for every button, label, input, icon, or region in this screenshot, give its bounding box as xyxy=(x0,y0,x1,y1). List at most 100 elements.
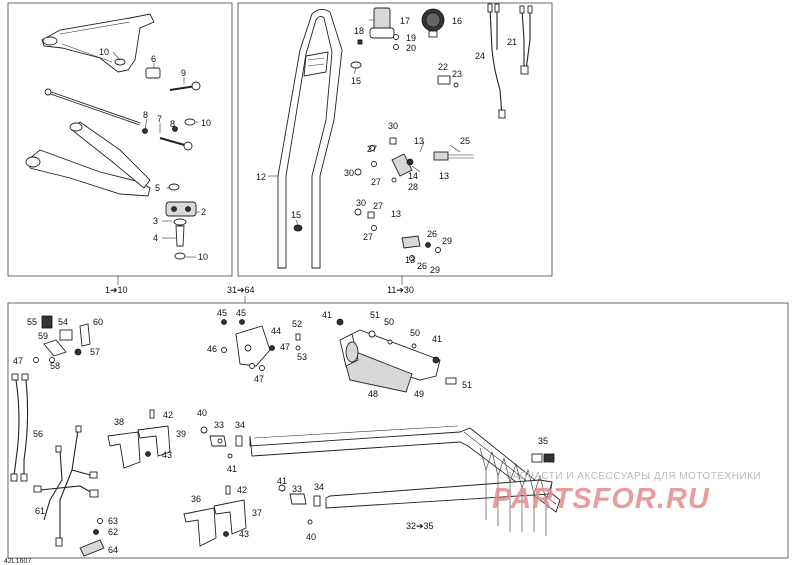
callout-18[interactable]: 18 xyxy=(354,26,364,36)
round-light xyxy=(421,8,445,38)
callout-51[interactable]: 51 xyxy=(370,310,380,320)
callout-35[interactable]: 35 xyxy=(538,436,548,446)
callout-50[interactable]: 50 xyxy=(384,317,394,327)
callout-16[interactable]: 16 xyxy=(452,16,462,26)
callout-43[interactable]: 43 xyxy=(162,450,172,460)
callout-9[interactable]: 9 xyxy=(181,68,186,78)
callout-42[interactable]: 42 xyxy=(237,485,247,495)
callout-13[interactable]: 13 xyxy=(391,209,401,219)
callout-10[interactable]: 10 xyxy=(201,118,211,128)
lower-a-arm xyxy=(25,121,151,197)
callout-58[interactable]: 58 xyxy=(50,361,60,371)
callout-47[interactable]: 47 xyxy=(254,374,264,384)
callout-20[interactable]: 20 xyxy=(406,43,416,53)
callout-54[interactable]: 54 xyxy=(58,317,68,327)
callout-10[interactable]: 10 xyxy=(99,47,109,57)
callout-56[interactable]: 56 xyxy=(33,429,43,439)
callout-60[interactable]: 60 xyxy=(93,317,103,327)
callout-38[interactable]: 38 xyxy=(114,417,124,427)
callout-10[interactable]: 10 xyxy=(198,252,208,262)
callout-25[interactable]: 25 xyxy=(460,136,470,146)
callout-41[interactable]: 41 xyxy=(227,464,237,474)
callout-36[interactable]: 36 xyxy=(191,494,201,504)
bracket-38-39 xyxy=(107,409,171,469)
callout-64[interactable]: 64 xyxy=(108,545,118,555)
callout-15[interactable]: 15 xyxy=(291,210,301,220)
callout-40[interactable]: 40 xyxy=(197,408,207,418)
callout-17[interactable]: 17 xyxy=(400,16,410,26)
tie-rod-end-2 xyxy=(159,137,193,151)
callout-15[interactable]: 15 xyxy=(351,76,361,86)
callout-63[interactable]: 63 xyxy=(108,516,118,526)
callout-45[interactable]: 45 xyxy=(217,308,227,318)
callout-13[interactable]: 13 xyxy=(439,171,449,181)
callout-40[interactable]: 40 xyxy=(306,532,316,542)
callout-49[interactable]: 49 xyxy=(414,389,424,399)
callout-37[interactable]: 37 xyxy=(252,508,262,518)
callout-3[interactable]: 3 xyxy=(153,216,158,226)
section-range-32-35[interactable]: 32➔35 xyxy=(406,521,434,531)
callout-14[interactable]: 14 xyxy=(408,171,418,181)
callout-43[interactable]: 43 xyxy=(239,529,249,539)
callout-27[interactable]: 27 xyxy=(367,144,377,154)
tube-teeth xyxy=(479,447,553,536)
callout-33[interactable]: 33 xyxy=(292,484,302,494)
callout-7[interactable]: 7 xyxy=(157,114,162,124)
callout-50[interactable]: 50 xyxy=(410,328,420,338)
callout-24[interactable]: 24 xyxy=(475,51,485,61)
callout-6[interactable]: 6 xyxy=(151,54,156,64)
callout-29[interactable]: 29 xyxy=(442,236,452,246)
section-range-1-10[interactable]: 1➔10 xyxy=(105,285,128,295)
callout-26[interactable]: 26 xyxy=(417,261,427,271)
callout-42[interactable]: 42 xyxy=(163,410,173,420)
callout-39[interactable]: 39 xyxy=(176,429,186,439)
callout-12[interactable]: 12 xyxy=(256,172,266,182)
callout-21[interactable]: 21 xyxy=(507,37,517,47)
callout-47[interactable]: 47 xyxy=(280,342,290,352)
bracket-63-64 xyxy=(79,518,105,557)
connector-35 xyxy=(531,453,555,463)
callout-13[interactable]: 13 xyxy=(405,255,415,265)
callout-51[interactable]: 51 xyxy=(462,380,472,390)
callout-19[interactable]: 19 xyxy=(406,33,416,43)
callout-59[interactable]: 59 xyxy=(38,331,48,341)
callout-41[interactable]: 41 xyxy=(322,310,332,320)
callout-30[interactable]: 30 xyxy=(388,121,398,131)
callout-27[interactable]: 27 xyxy=(373,201,383,211)
callout-8[interactable]: 8 xyxy=(170,119,175,129)
callout-8[interactable]: 8 xyxy=(143,110,148,120)
section-range-11-30[interactable]: 11➔30 xyxy=(387,285,414,295)
callout-5[interactable]: 5 xyxy=(155,183,160,193)
callout-61[interactable]: 61 xyxy=(35,506,45,516)
callout-55[interactable]: 55 xyxy=(27,317,37,327)
callout-46[interactable]: 46 xyxy=(207,344,217,354)
callout-2[interactable]: 2 xyxy=(201,207,206,217)
callout-45[interactable]: 45 xyxy=(236,308,246,318)
callout-48[interactable]: 48 xyxy=(368,389,378,399)
callout-30[interactable]: 30 xyxy=(344,168,354,178)
callout-27[interactable]: 27 xyxy=(371,177,381,187)
callout-13[interactable]: 13 xyxy=(414,136,424,146)
callout-30[interactable]: 30 xyxy=(356,198,366,208)
callout-29[interactable]: 29 xyxy=(430,265,440,275)
callout-27[interactable]: 27 xyxy=(363,232,373,242)
section-range-31-64[interactable]: 31➔64 xyxy=(227,285,255,295)
callout-41[interactable]: 41 xyxy=(277,476,287,486)
callout-28[interactable]: 28 xyxy=(408,182,418,192)
tie-rod-end xyxy=(169,81,201,91)
callout-47[interactable]: 47 xyxy=(13,356,23,366)
callout-62[interactable]: 62 xyxy=(108,527,118,537)
callout-34[interactable]: 34 xyxy=(235,420,245,430)
callout-22[interactable]: 22 xyxy=(438,62,448,72)
callout-33[interactable]: 33 xyxy=(214,420,224,430)
callout-23[interactable]: 23 xyxy=(452,69,462,79)
callout-57[interactable]: 57 xyxy=(90,347,100,357)
callout-44[interactable]: 44 xyxy=(271,326,281,336)
callout-26[interactable]: 26 xyxy=(427,229,437,239)
callout-52[interactable]: 52 xyxy=(292,319,302,329)
callout-4[interactable]: 4 xyxy=(153,233,158,243)
callout-34[interactable]: 34 xyxy=(314,482,324,492)
callout-41[interactable]: 41 xyxy=(432,334,442,344)
callout-53[interactable]: 53 xyxy=(297,352,307,362)
